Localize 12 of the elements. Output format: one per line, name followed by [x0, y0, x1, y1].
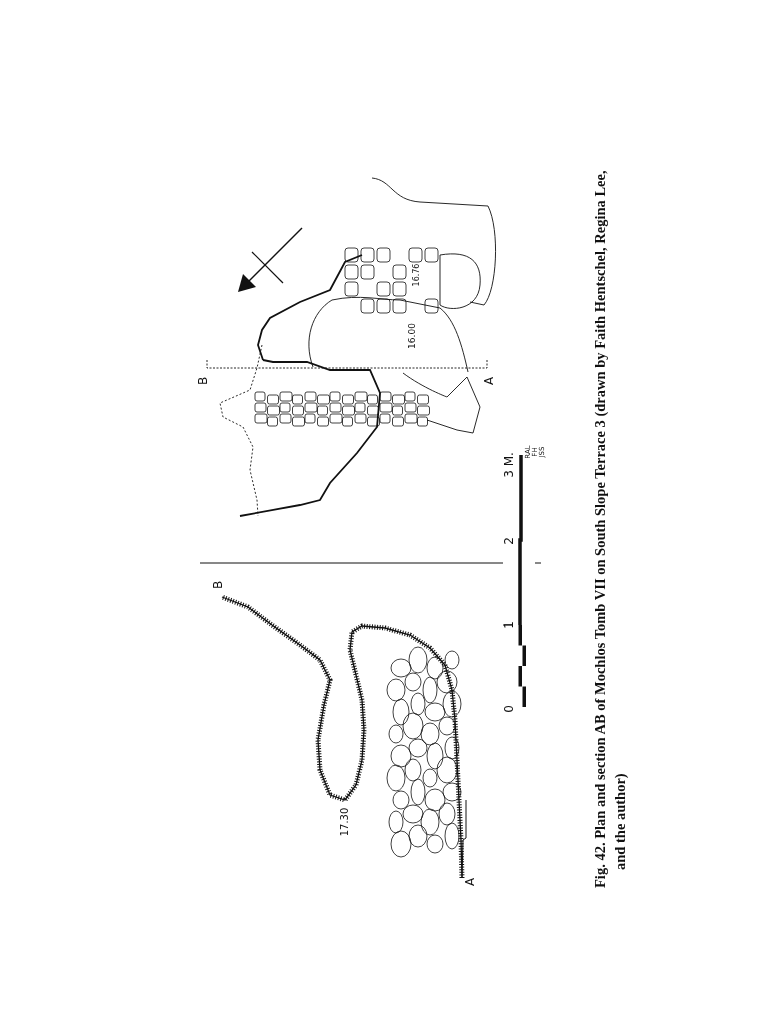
section-end-label: A: [483, 376, 495, 386]
scale-label: 3 M.: [503, 452, 515, 478]
elevation-label: 17.30: [340, 807, 350, 837]
scale-label: 2: [503, 537, 515, 545]
section-end-label: A: [464, 877, 476, 887]
section-end-label: B: [197, 376, 209, 386]
elevation-label: 16.00: [407, 323, 417, 349]
scale-label: 1: [503, 621, 515, 629]
section-end-label: B: [212, 580, 224, 590]
scale-label: 0: [503, 705, 515, 713]
figure-caption: Fig. 42. Plan and section AB of Mochlos Tomb VII on South Slope Terrace 3 (drawn by Faith Hentschel, Regina Lee, and the author): [591, 169, 629, 888]
elevation-label: 16.76: [413, 263, 421, 287]
